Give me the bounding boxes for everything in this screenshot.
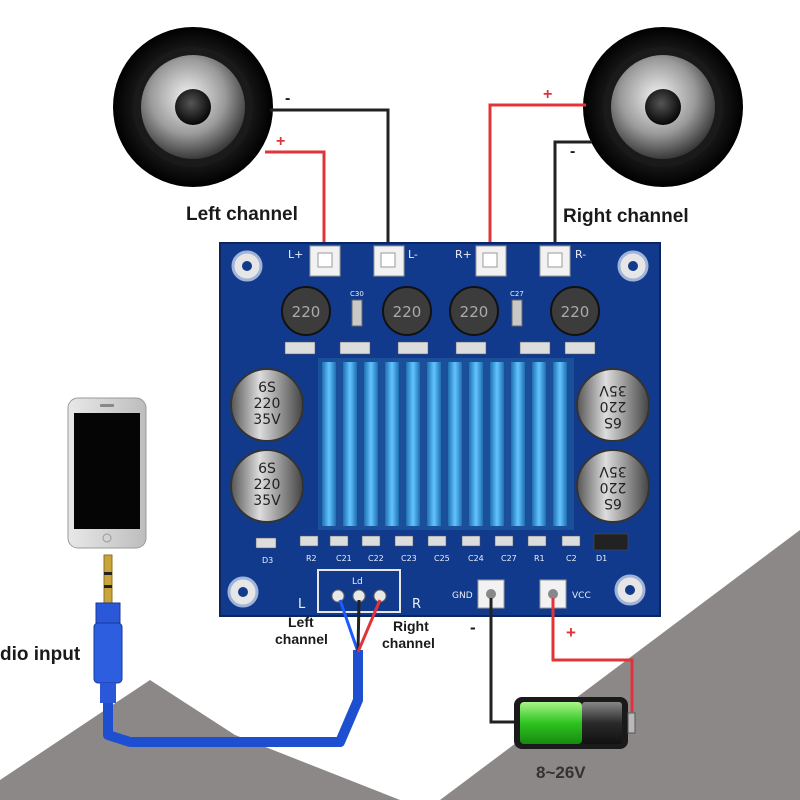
- capacitor-left-bottom: [230, 449, 304, 523]
- heatsink-fin: [469, 362, 483, 526]
- row-silk-label: C22: [368, 554, 384, 563]
- row-silk-label: C27: [501, 554, 517, 563]
- vcc-label: VCC: [572, 591, 591, 601]
- left-speaker-plus-wire: [265, 150, 326, 258]
- pin-label-lminus: L-: [408, 248, 418, 261]
- audio-cable: [103, 650, 363, 747]
- row-silk-label: R2: [306, 554, 317, 563]
- input-silk-mid: Ld: [352, 577, 363, 587]
- inductor-label-4: 220: [561, 303, 590, 321]
- smartphone: [67, 397, 147, 549]
- inductor-label-2: 220: [393, 303, 422, 321]
- left-channel-label: Left channel: [186, 204, 298, 225]
- heatsink-fin: [553, 362, 567, 526]
- capacitor-right-top: [576, 368, 650, 442]
- gnd-minus-sign: -: [470, 618, 476, 637]
- right-channel-label: Right channel: [563, 206, 689, 227]
- row-silk-label: C25: [434, 554, 450, 563]
- inductor-label-1: 220: [292, 303, 321, 321]
- battery: [514, 697, 636, 749]
- capacitor-right-bottom: [576, 449, 650, 523]
- battery-voltage-label: 8~26V: [536, 763, 586, 782]
- left-speaker: [113, 27, 273, 187]
- right-speaker-minus-wire: [553, 140, 592, 258]
- battery-wires: [489, 598, 634, 724]
- small-cap-label-2: C27: [510, 290, 524, 298]
- left-minus-sign: -: [285, 90, 290, 107]
- smd-row-bottom: [255, 533, 629, 551]
- left-speaker-minus-wire: [270, 108, 390, 258]
- heatsink: [318, 358, 574, 530]
- heatsink-fin: [385, 362, 399, 526]
- row-silk-label: C24: [468, 554, 484, 563]
- audio-input-label: dio input: [0, 644, 81, 665]
- row-silk-label: C2: [566, 554, 577, 563]
- heatsink-fin: [364, 362, 378, 526]
- cap-text-right-bottom: 6S22035V: [599, 463, 627, 511]
- cap-text-right-top: 6S22035V: [599, 382, 627, 430]
- right-minus-sign: -: [570, 143, 575, 160]
- vcc-plus-sign: +: [566, 623, 576, 642]
- audio-plug: [93, 554, 123, 703]
- input-wires: [338, 599, 382, 653]
- pin-label-lplus: L+: [288, 248, 303, 261]
- speaker-wires: [265, 103, 592, 258]
- inductors: [281, 286, 600, 336]
- gnd-label: GND: [452, 591, 473, 601]
- input-silk-r: R: [412, 597, 421, 612]
- pin-label-rminus: R-: [575, 248, 586, 261]
- inductor-label-3: 220: [460, 303, 489, 321]
- row-silk-label: D1: [596, 554, 607, 563]
- capacitor-left-top: [230, 368, 304, 442]
- heatsink-fin: [427, 362, 441, 526]
- amplifier-board: L+ L- R+ R- 220 220 220 220 C30 C27: [219, 242, 661, 617]
- left-plus-sign: +: [276, 133, 285, 150]
- smd-row-top: [284, 341, 596, 355]
- heatsink-fin: [343, 362, 357, 526]
- right-speaker-plus-wire: [488, 103, 586, 258]
- right-speaker: [583, 27, 743, 187]
- heatsink-fin: [322, 362, 336, 526]
- row-silk-label: C21: [336, 554, 352, 563]
- heatsink-fin: [490, 362, 504, 526]
- row-silk-label: R1: [534, 554, 545, 563]
- heatsink-fin: [511, 362, 525, 526]
- row-silk-label: D3: [262, 556, 273, 565]
- right-plus-sign: +: [543, 86, 552, 103]
- small-cap-label-1: C30: [350, 290, 364, 298]
- input-silk-l: L: [298, 597, 306, 612]
- heatsink-fin: [406, 362, 420, 526]
- pin-label-rplus: R+: [455, 248, 472, 261]
- heatsink-fin: [532, 362, 546, 526]
- heatsink-fin: [448, 362, 462, 526]
- row-silk-label: C23: [401, 554, 417, 563]
